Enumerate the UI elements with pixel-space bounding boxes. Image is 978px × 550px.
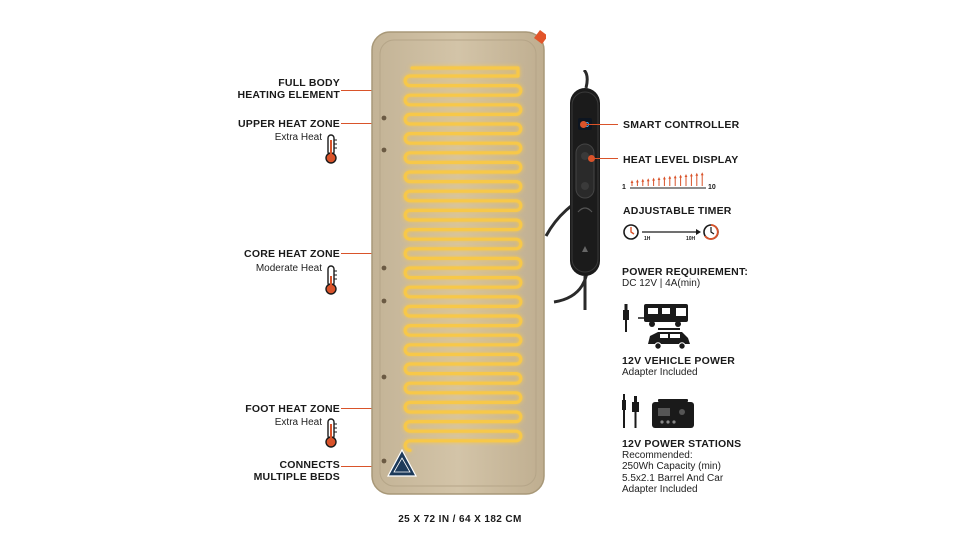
heat-level-arrow-tip [657, 177, 661, 180]
full-body-line2: HEATING ELEMENT [237, 89, 340, 101]
heat-level-arrow-tip [636, 179, 639, 183]
brand-logo-icon [386, 448, 418, 477]
car-adapter-icon [623, 304, 690, 350]
heat-level-arrow-tip [646, 178, 650, 182]
thermometer-icon [325, 265, 337, 295]
connects-leader [341, 466, 383, 467]
heat-level-arrow-tip [695, 172, 699, 176]
connects-label: CONNECTS MULTIPLE BEDS [200, 459, 340, 483]
upper-zone-title: UPPER HEAT ZONE [238, 118, 340, 130]
full-body-line1: FULL BODY [278, 77, 340, 89]
thermometer-icon [325, 134, 337, 164]
barrel-plug-icon [622, 394, 694, 428]
heat-level-arrow-tip [684, 174, 688, 177]
heat-level-arrow-tip [663, 176, 666, 180]
smart-controller-label: SMART CONTROLLER [623, 119, 740, 131]
smart-controller: 90 [570, 70, 600, 310]
vehicle-power-sub: Adapter Included [622, 367, 698, 378]
scale-min: 1 [622, 184, 626, 191]
controller-leader [584, 124, 618, 125]
heat-level-label: HEAT LEVEL DISPLAY [623, 154, 739, 166]
vehicle-power-title: 12V VEHICLE POWER [622, 355, 736, 367]
power-stations-title: 12V POWER STATIONS [622, 438, 742, 450]
suv-icon [648, 328, 690, 350]
timer-max: 10H [686, 236, 696, 242]
power-requirement-value: DC 12V | 4A(min) [622, 278, 701, 289]
foot-zone-title: FOOT HEAT ZONE [245, 403, 340, 415]
stations-line2: 250Wh Capacity (min) [622, 461, 721, 472]
timer-icon [623, 224, 719, 240]
connects-line1: CONNECTS [279, 459, 340, 471]
scale-max: 10 [708, 184, 716, 191]
heat-level-arrow-tip [652, 177, 655, 181]
dimensions-label: 25 X 72 IN / 64 X 182 CM [398, 514, 522, 525]
foot-zone-sub: Extra Heat [274, 417, 322, 428]
heat-level-arrow-tip [700, 172, 704, 176]
heated-mat [371, 30, 546, 495]
stations-line1: Recommended: [622, 450, 693, 461]
heat-level-arrow-tip [679, 174, 682, 178]
heat-scale-icon [630, 172, 706, 189]
heat-level-arrow-tip [690, 173, 693, 177]
core-zone-title: CORE HEAT ZONE [244, 248, 340, 260]
controller-dot [580, 121, 587, 128]
display-dot [588, 155, 595, 162]
heat-level-arrow-tip [641, 178, 645, 182]
timer-min: 1H [644, 236, 651, 242]
upper-zone-sub: Extra Heat [274, 132, 322, 143]
power-station-icon [652, 399, 694, 428]
stations-line4: Adapter Included [622, 484, 698, 495]
heat-level-arrow-tip [673, 175, 677, 179]
camper-van-icon [638, 304, 688, 327]
connects-line2: MULTIPLE BEDS [253, 471, 340, 483]
heat-level-arrow-tip [630, 180, 634, 183]
display-leader [592, 158, 618, 159]
thermometer-icon [325, 418, 337, 448]
power-requirement-title: POWER REQUIREMENT: [622, 266, 749, 278]
heat-level-arrow-tip [668, 175, 672, 179]
stations-line3: 5.5x2.1 Barrel And Car [622, 473, 724, 484]
full-body-label: FULL BODY HEATING ELEMENT [200, 77, 340, 101]
adjustable-timer-label: ADJUSTABLE TIMER [623, 205, 732, 217]
core-zone-sub: Moderate Heat [255, 263, 322, 274]
